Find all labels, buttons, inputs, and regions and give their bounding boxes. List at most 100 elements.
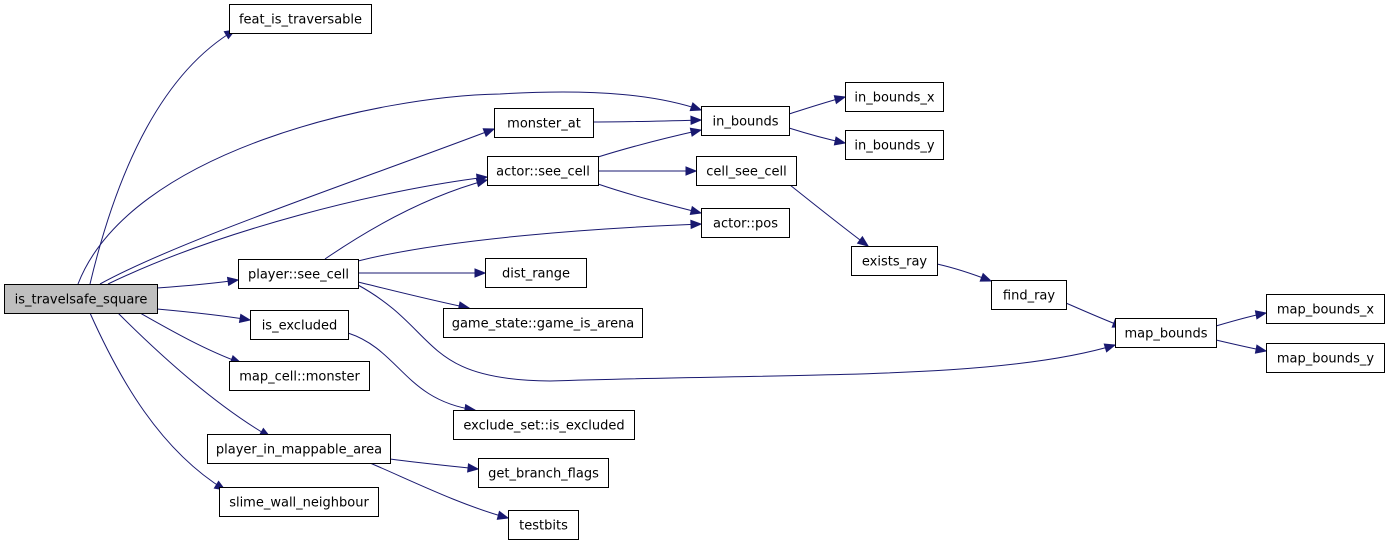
edge-line	[357, 284, 1116, 382]
node-label: in_bounds_y	[854, 139, 935, 154]
node-box[interactable]	[1115, 318, 1217, 348]
node-label: map_bounds_x	[1277, 303, 1375, 318]
arrowhead-icon	[979, 272, 993, 282]
node-label: feat_is_traversable	[239, 13, 362, 28]
node-in-bounds-x[interactable]: in_bounds_x	[845, 82, 944, 112]
node-box[interactable]	[4, 284, 158, 314]
edge-line	[89, 29, 236, 285]
node-box[interactable]	[696, 156, 797, 186]
arrowhead-icon	[467, 463, 480, 473]
edge-exists_ray-to-find_ray	[936, 263, 993, 282]
edge-is_travelsafe_square-to-map_cell_monster	[139, 312, 243, 364]
node-label: get_branch_flags	[488, 467, 599, 482]
arrowhead-icon	[833, 95, 847, 105]
node-testbits[interactable]: testbits	[508, 510, 579, 540]
node-box[interactable]	[508, 510, 579, 540]
node-map-bounds-y[interactable]: map_bounds_y	[1266, 343, 1385, 373]
arrowhead-icon	[689, 127, 703, 137]
node-dist-range[interactable]: dist_range	[485, 258, 587, 288]
node-label: exists_ray	[862, 255, 928, 270]
node-game-is-arena[interactable]: game_state::game_is_arena	[443, 308, 643, 338]
node-box[interactable]	[229, 4, 372, 34]
node-feat-is-traversable[interactable]: feat_is_traversable	[229, 4, 372, 34]
edge-player_see_cell-to-actor_see_cell	[324, 178, 489, 260]
arrowhead-icon	[685, 166, 698, 176]
node-box[interactable]	[851, 246, 938, 276]
edge-cell_see_cell-to-exists_ray	[789, 184, 870, 247]
node-player-see-cell[interactable]: player::see_cell	[238, 259, 359, 289]
edge-is_travelsafe_square-to-player_see_cell	[156, 276, 240, 289]
node-box[interactable]	[487, 156, 599, 186]
edge-is_travelsafe_square-to-in_bounds	[77, 91, 703, 285]
node-label: is_excluded	[262, 319, 338, 334]
arrowhead-icon	[226, 276, 240, 287]
node-label: in_bounds	[712, 115, 778, 130]
node-map-bounds-x[interactable]: map_bounds_x	[1266, 294, 1385, 324]
edge-line	[77, 91, 702, 285]
node-is-travelsafe-square[interactable]: is_travelsafe_square	[4, 284, 158, 314]
node-label: player_in_mappable_area	[216, 443, 382, 458]
edge-is_travelsafe_square-to-slime_wall_neighbour	[89, 312, 227, 491]
node-label: slime_wall_neighbour	[229, 496, 369, 511]
node-box[interactable]	[443, 308, 643, 338]
node-exclude-set-is-excluded[interactable]: exclude_set::is_excluded	[453, 410, 635, 440]
node-box[interactable]	[1266, 294, 1385, 324]
node-box[interactable]	[701, 208, 790, 238]
node-label: testbits	[519, 519, 568, 534]
node-label: player::see_cell	[248, 268, 349, 283]
edge-is_travelsafe_square-to-monster_at	[99, 128, 496, 285]
edges-layer	[77, 29, 1268, 520]
node-actor-pos[interactable]: actor::pos	[701, 208, 790, 238]
node-box[interactable]	[478, 458, 609, 488]
edge-actor_see_cell-to-in_bounds	[597, 127, 703, 158]
edge-in_bounds-to-in_bounds_x	[788, 95, 847, 115]
edge-line	[369, 462, 509, 519]
edge-line	[107, 176, 488, 285]
edge-line	[389, 458, 479, 470]
node-monster-at[interactable]: monster_at	[494, 108, 594, 138]
node-player-in-mappable-area[interactable]: player_in_mappable_area	[207, 434, 391, 464]
edge-line	[592, 119, 702, 123]
node-is-excluded[interactable]: is_excluded	[250, 310, 349, 340]
arrowhead-icon	[1103, 343, 1117, 353]
node-exists-ray[interactable]: exists_ray	[851, 246, 938, 276]
node-map-bounds[interactable]: map_bounds	[1115, 318, 1217, 348]
node-box[interactable]	[991, 280, 1067, 310]
node-box[interactable]	[207, 434, 391, 464]
node-box[interactable]	[845, 130, 944, 160]
node-box[interactable]	[219, 487, 379, 517]
node-box[interactable]	[485, 258, 587, 288]
node-in-bounds[interactable]: in_bounds	[701, 106, 790, 136]
edge-player_in_mappable_area-to-get_branch_flags	[389, 458, 480, 473]
node-map-cell-monster[interactable]: map_cell::monster	[229, 361, 370, 391]
edge-line	[357, 223, 702, 262]
node-actor-see-cell[interactable]: actor::see_cell	[487, 156, 599, 186]
arrowhead-icon	[833, 136, 847, 146]
node-cell-see-cell[interactable]: cell_see_cell	[696, 156, 797, 186]
node-find-ray[interactable]: find_ray	[991, 280, 1067, 310]
node-box[interactable]	[229, 361, 370, 391]
node-box[interactable]	[494, 108, 594, 138]
node-box[interactable]	[1266, 343, 1385, 373]
node-box[interactable]	[701, 106, 790, 136]
node-label: actor::see_cell	[496, 165, 590, 180]
node-label: cell_see_cell	[706, 165, 787, 180]
node-slime-wall-neighbour[interactable]: slime_wall_neighbour	[219, 487, 379, 517]
edge-line	[597, 183, 702, 214]
edge-player_see_cell-to-game_is_arena	[357, 281, 471, 311]
node-box[interactable]	[250, 310, 349, 340]
arrowhead-icon	[238, 313, 252, 323]
edge-line	[347, 332, 476, 411]
node-box[interactable]	[845, 82, 944, 112]
node-box[interactable]	[238, 259, 359, 289]
node-label: find_ray	[1003, 289, 1055, 304]
node-in-bounds-y[interactable]: in_bounds_y	[845, 130, 944, 160]
edge-player_see_cell-to-dist_range	[358, 268, 487, 278]
arrowhead-icon	[1254, 310, 1268, 320]
node-box[interactable]	[453, 410, 635, 440]
edge-player_see_cell-to-actor_pos	[357, 219, 703, 262]
node-get-branch-flags[interactable]: get_branch_flags	[478, 458, 609, 488]
edge-actor_see_cell-to-cell_see_cell	[597, 166, 698, 176]
edge-line	[357, 281, 470, 309]
